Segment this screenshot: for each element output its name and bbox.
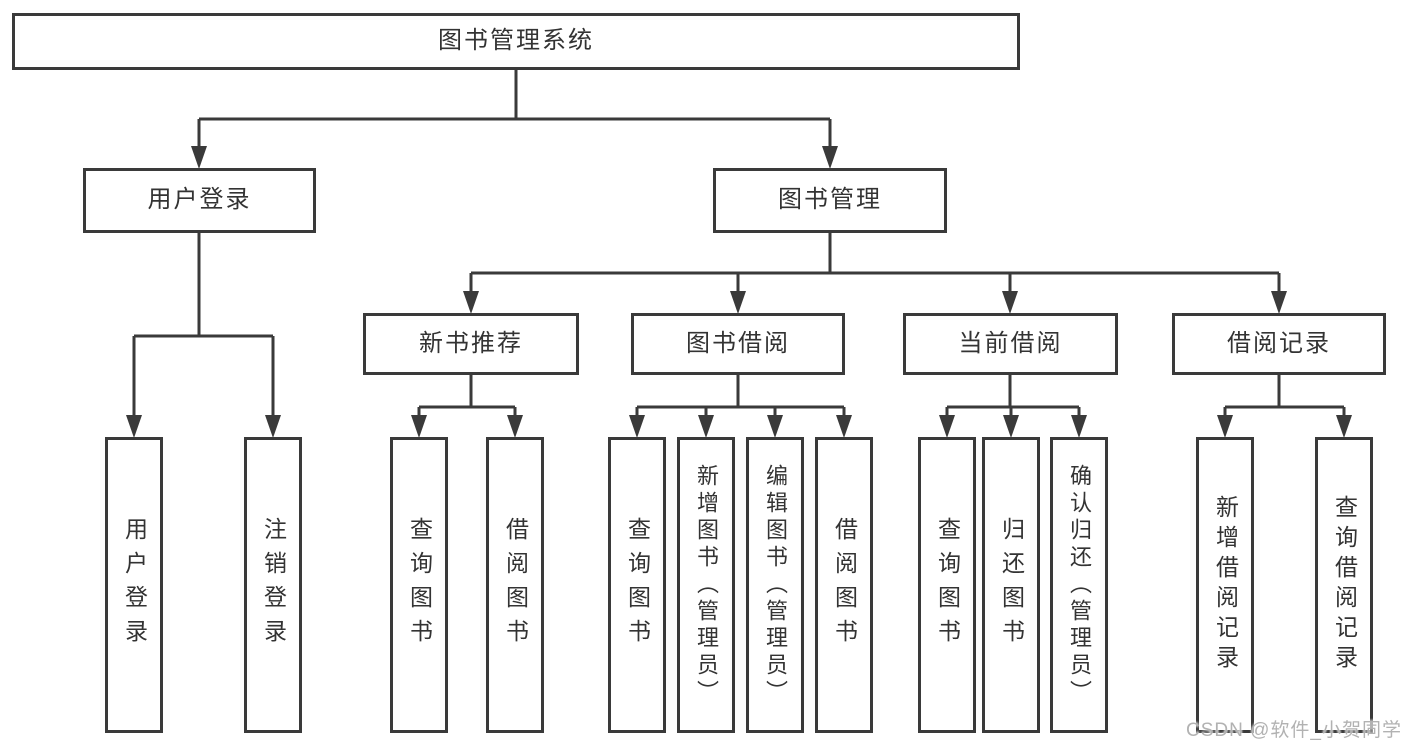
connector-book-borrow-group xyxy=(635,375,846,416)
node-label: 确认归还（管理员） xyxy=(1067,463,1092,707)
leaf-borrow-books-1: 借阅图书 xyxy=(486,437,544,733)
node-label: 注销登录 xyxy=(260,517,287,653)
node-label: 查询借阅记录 xyxy=(1331,495,1358,675)
connector-root xyxy=(197,70,832,150)
node-label: 新增图书（管理员） xyxy=(694,463,719,707)
arrowheads xyxy=(126,146,1352,438)
connector-borrow-record-group xyxy=(1223,375,1346,416)
leaf-query-books-2: 查询图书 xyxy=(608,437,666,733)
leaf-borrow-books-2: 借阅图书 xyxy=(815,437,873,733)
leaf-query-borrow-record: 查询借阅记录 xyxy=(1315,437,1373,733)
node-label: 归还图书 xyxy=(998,517,1025,653)
node-user-login: 用户登录 xyxy=(83,168,316,233)
leaf-edit-book-admin: 编辑图书（管理员） xyxy=(746,437,804,733)
node-book-management-system: 图书管理系统 xyxy=(12,13,1020,70)
node-current-borrow: 当前借阅 xyxy=(903,313,1118,375)
node-book-management: 图书管理 xyxy=(713,168,947,233)
node-borrow-records: 借阅记录 xyxy=(1172,313,1386,375)
leaf-return-books: 归还图书 xyxy=(982,437,1040,733)
node-label: 图书管理 xyxy=(778,186,882,214)
node-label: 图书借阅 xyxy=(686,329,790,357)
leaf-add-book-admin: 新增图书（管理员） xyxy=(677,437,735,733)
leaf-logout: 注销登录 xyxy=(244,437,302,733)
leaf-query-books-1: 查询图书 xyxy=(390,437,448,733)
node-label: 新增借阅记录 xyxy=(1212,495,1239,675)
leaf-query-books-3: 查询图书 xyxy=(918,437,976,733)
leaf-confirm-return-admin: 确认归还（管理员） xyxy=(1050,437,1108,733)
connector-user-login-branch xyxy=(132,233,275,416)
node-new-book-recommend: 新书推荐 xyxy=(363,313,579,375)
connector-current-borrow-group xyxy=(945,375,1081,416)
node-label: 查询图书 xyxy=(406,517,433,653)
node-label: 借阅图书 xyxy=(831,517,858,653)
connector-book-management-branch xyxy=(469,233,1281,293)
node-book-borrow: 图书借阅 xyxy=(631,313,845,375)
leaf-user-login: 用户登录 xyxy=(105,437,163,733)
node-label: 借阅记录 xyxy=(1227,329,1331,357)
leaf-add-borrow-record: 新增借阅记录 xyxy=(1196,437,1254,733)
node-label: 用户登录 xyxy=(121,517,148,653)
node-label: 图书管理系统 xyxy=(438,27,594,55)
node-label: 查询图书 xyxy=(624,517,651,653)
node-label: 借阅图书 xyxy=(502,517,529,653)
node-label: 新书推荐 xyxy=(419,329,523,357)
node-label: 编辑图书（管理员） xyxy=(763,463,788,707)
node-label: 用户登录 xyxy=(147,186,252,214)
node-label: 查询图书 xyxy=(934,517,961,653)
csdn-watermark: CSDN @软件_小贺同学 xyxy=(1186,720,1402,741)
connector-new-book-group xyxy=(417,375,517,416)
node-label: 当前借阅 xyxy=(958,329,1063,357)
